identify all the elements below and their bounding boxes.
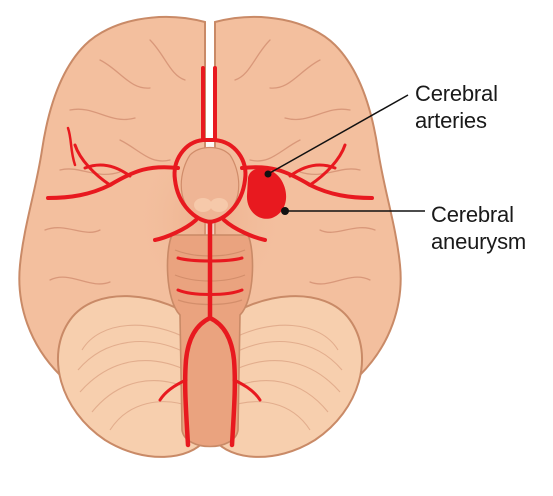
cerebral-arteries-label-line2: arteries (415, 107, 498, 134)
cerebral-aneurysm-label: Cerebral aneurysm (431, 201, 526, 255)
cerebral-arteries-label-line1: Cerebral (415, 80, 498, 107)
cerebral-aneurysm-label-line1: Cerebral (431, 201, 526, 228)
aneurysm-leader-dot (281, 207, 289, 215)
cerebral-arteries-label: Cerebral arteries (415, 80, 498, 134)
cerebral-aneurysm-label-line2: aneurysm (431, 228, 526, 255)
arteries-leader-dot (265, 171, 272, 178)
